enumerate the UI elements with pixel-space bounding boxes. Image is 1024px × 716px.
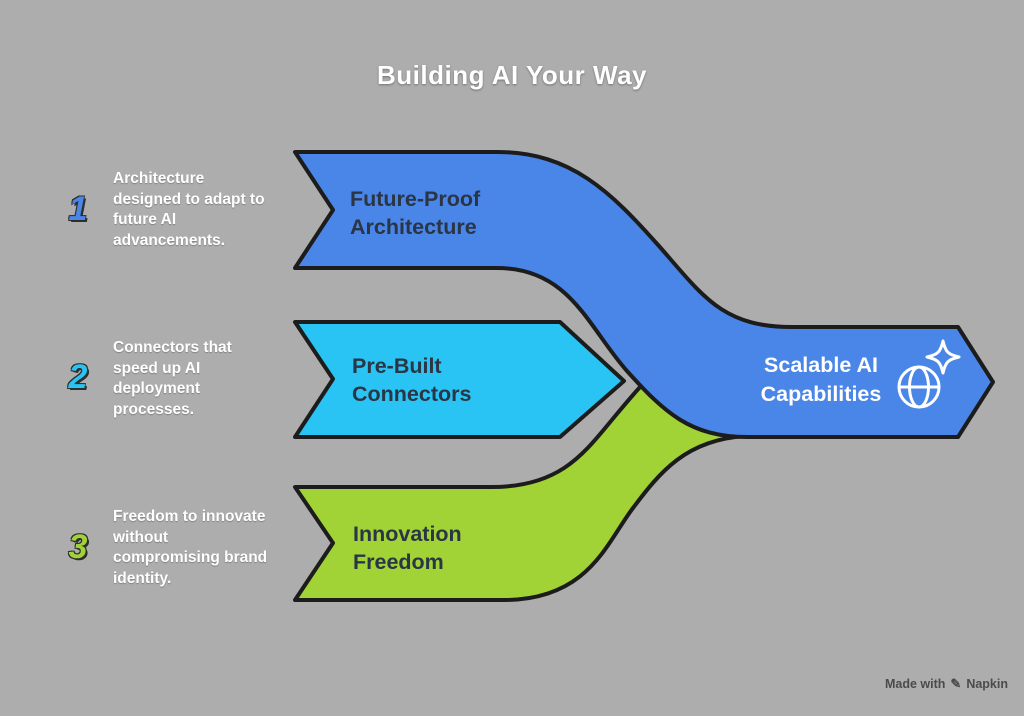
arrow-label-pre-built: Pre-Built Connectors (352, 354, 472, 406)
result-label: Scalable AI Capabilities (760, 353, 882, 406)
arrow-future-proof-and-result-shape (293, 150, 995, 439)
step-3-description: Freedom to innovate without compromising… (113, 508, 268, 587)
watermark-prefix: Made with (884, 677, 946, 691)
step-1-number: 1 (68, 190, 88, 228)
step-2-description: Connectors that speed up AI deployment p… (113, 339, 232, 418)
watermark: Made with ✎ Napkin (885, 676, 1008, 692)
step-1-description: Architecture designed to adapt to future… (113, 170, 265, 249)
napkin-logo-icon: ✎ (950, 676, 962, 691)
page-title: Building AI Your Way (377, 60, 647, 90)
globe-icon (897, 365, 941, 409)
step-3-number: 3 (68, 528, 88, 566)
arrow-pre-built-connectors-shape (293, 320, 626, 439)
arrow-label-future-proof: Future-Proof Architecture (350, 187, 481, 239)
sparkle-icon (925, 339, 961, 375)
arrow-label-innovation: Innovation Freedom (353, 522, 462, 574)
step-2-number: 2 (68, 358, 88, 396)
watermark-brand: Napkin (966, 677, 1008, 691)
